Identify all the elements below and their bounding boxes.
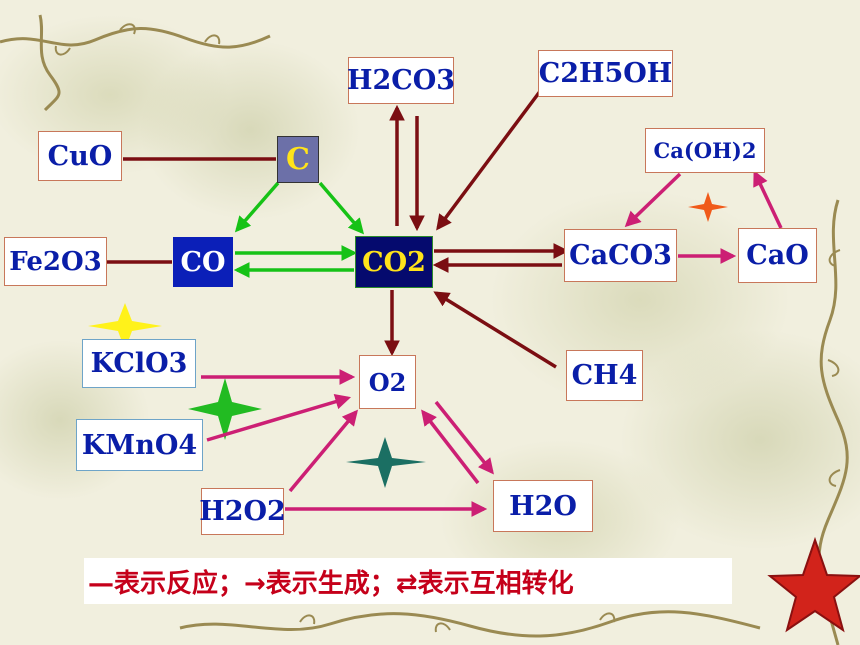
node-kclo3: KClO3: [82, 339, 196, 388]
arrow-h2o-to-o2: [421, 409, 480, 485]
node-cuo: CuO: [38, 131, 122, 181]
background-flower: [620, 330, 860, 550]
vine-curl: [827, 249, 841, 487]
vine-curl: [54, 23, 221, 56]
node-ch4: CH4: [566, 350, 643, 401]
vine-curl: [299, 612, 616, 633]
node-c: C: [277, 136, 319, 183]
arrow-caoh2-to-caco3: [624, 172, 682, 228]
arrow-kmno4-to-o2: [206, 394, 352, 442]
node-o2: O2: [359, 355, 416, 409]
yellow-sparkle-icon: [88, 303, 162, 350]
node-co2: CO2: [355, 236, 433, 288]
teal-sparkle-icon: [346, 437, 426, 488]
arrow-h2o2-to-o2: [288, 409, 359, 493]
arrow-c2h5oh-to-co2: [436, 88, 543, 231]
node-fe2o3: Fe2O3: [4, 237, 107, 286]
green-sparkle-icon: [188, 378, 262, 440]
orange-sparkle-icon: [688, 192, 728, 222]
arrow-o2-to-h2o: [434, 400, 494, 475]
node-cao: CaO: [738, 228, 817, 283]
arrow-cao-to-caoh2: [753, 170, 783, 229]
node-kmno4: KMnO4: [76, 419, 203, 471]
legend-caption: —表示反应；→表示生成；⇄表示互相转化: [84, 558, 732, 604]
node-h2o2: H2O2: [199, 488, 286, 535]
arrow-c-to-co: [234, 181, 280, 233]
arrow-ch4-to-co2: [433, 291, 557, 369]
node-h2o: H2O: [493, 480, 593, 532]
vine-border-left: [38, 14, 61, 112]
node-co: CO: [173, 237, 233, 287]
vine-border-bottom: [179, 610, 761, 638]
red-star-icon: [767, 536, 860, 633]
node-h2co3: H2CO3: [347, 57, 455, 104]
node-c2h5oh: C2H5OH: [538, 50, 673, 97]
arrow-c-to-co2: [318, 181, 365, 235]
node-caco3: CaCO3: [564, 229, 677, 282]
node-caoh2: Ca(OH)2: [645, 128, 765, 173]
